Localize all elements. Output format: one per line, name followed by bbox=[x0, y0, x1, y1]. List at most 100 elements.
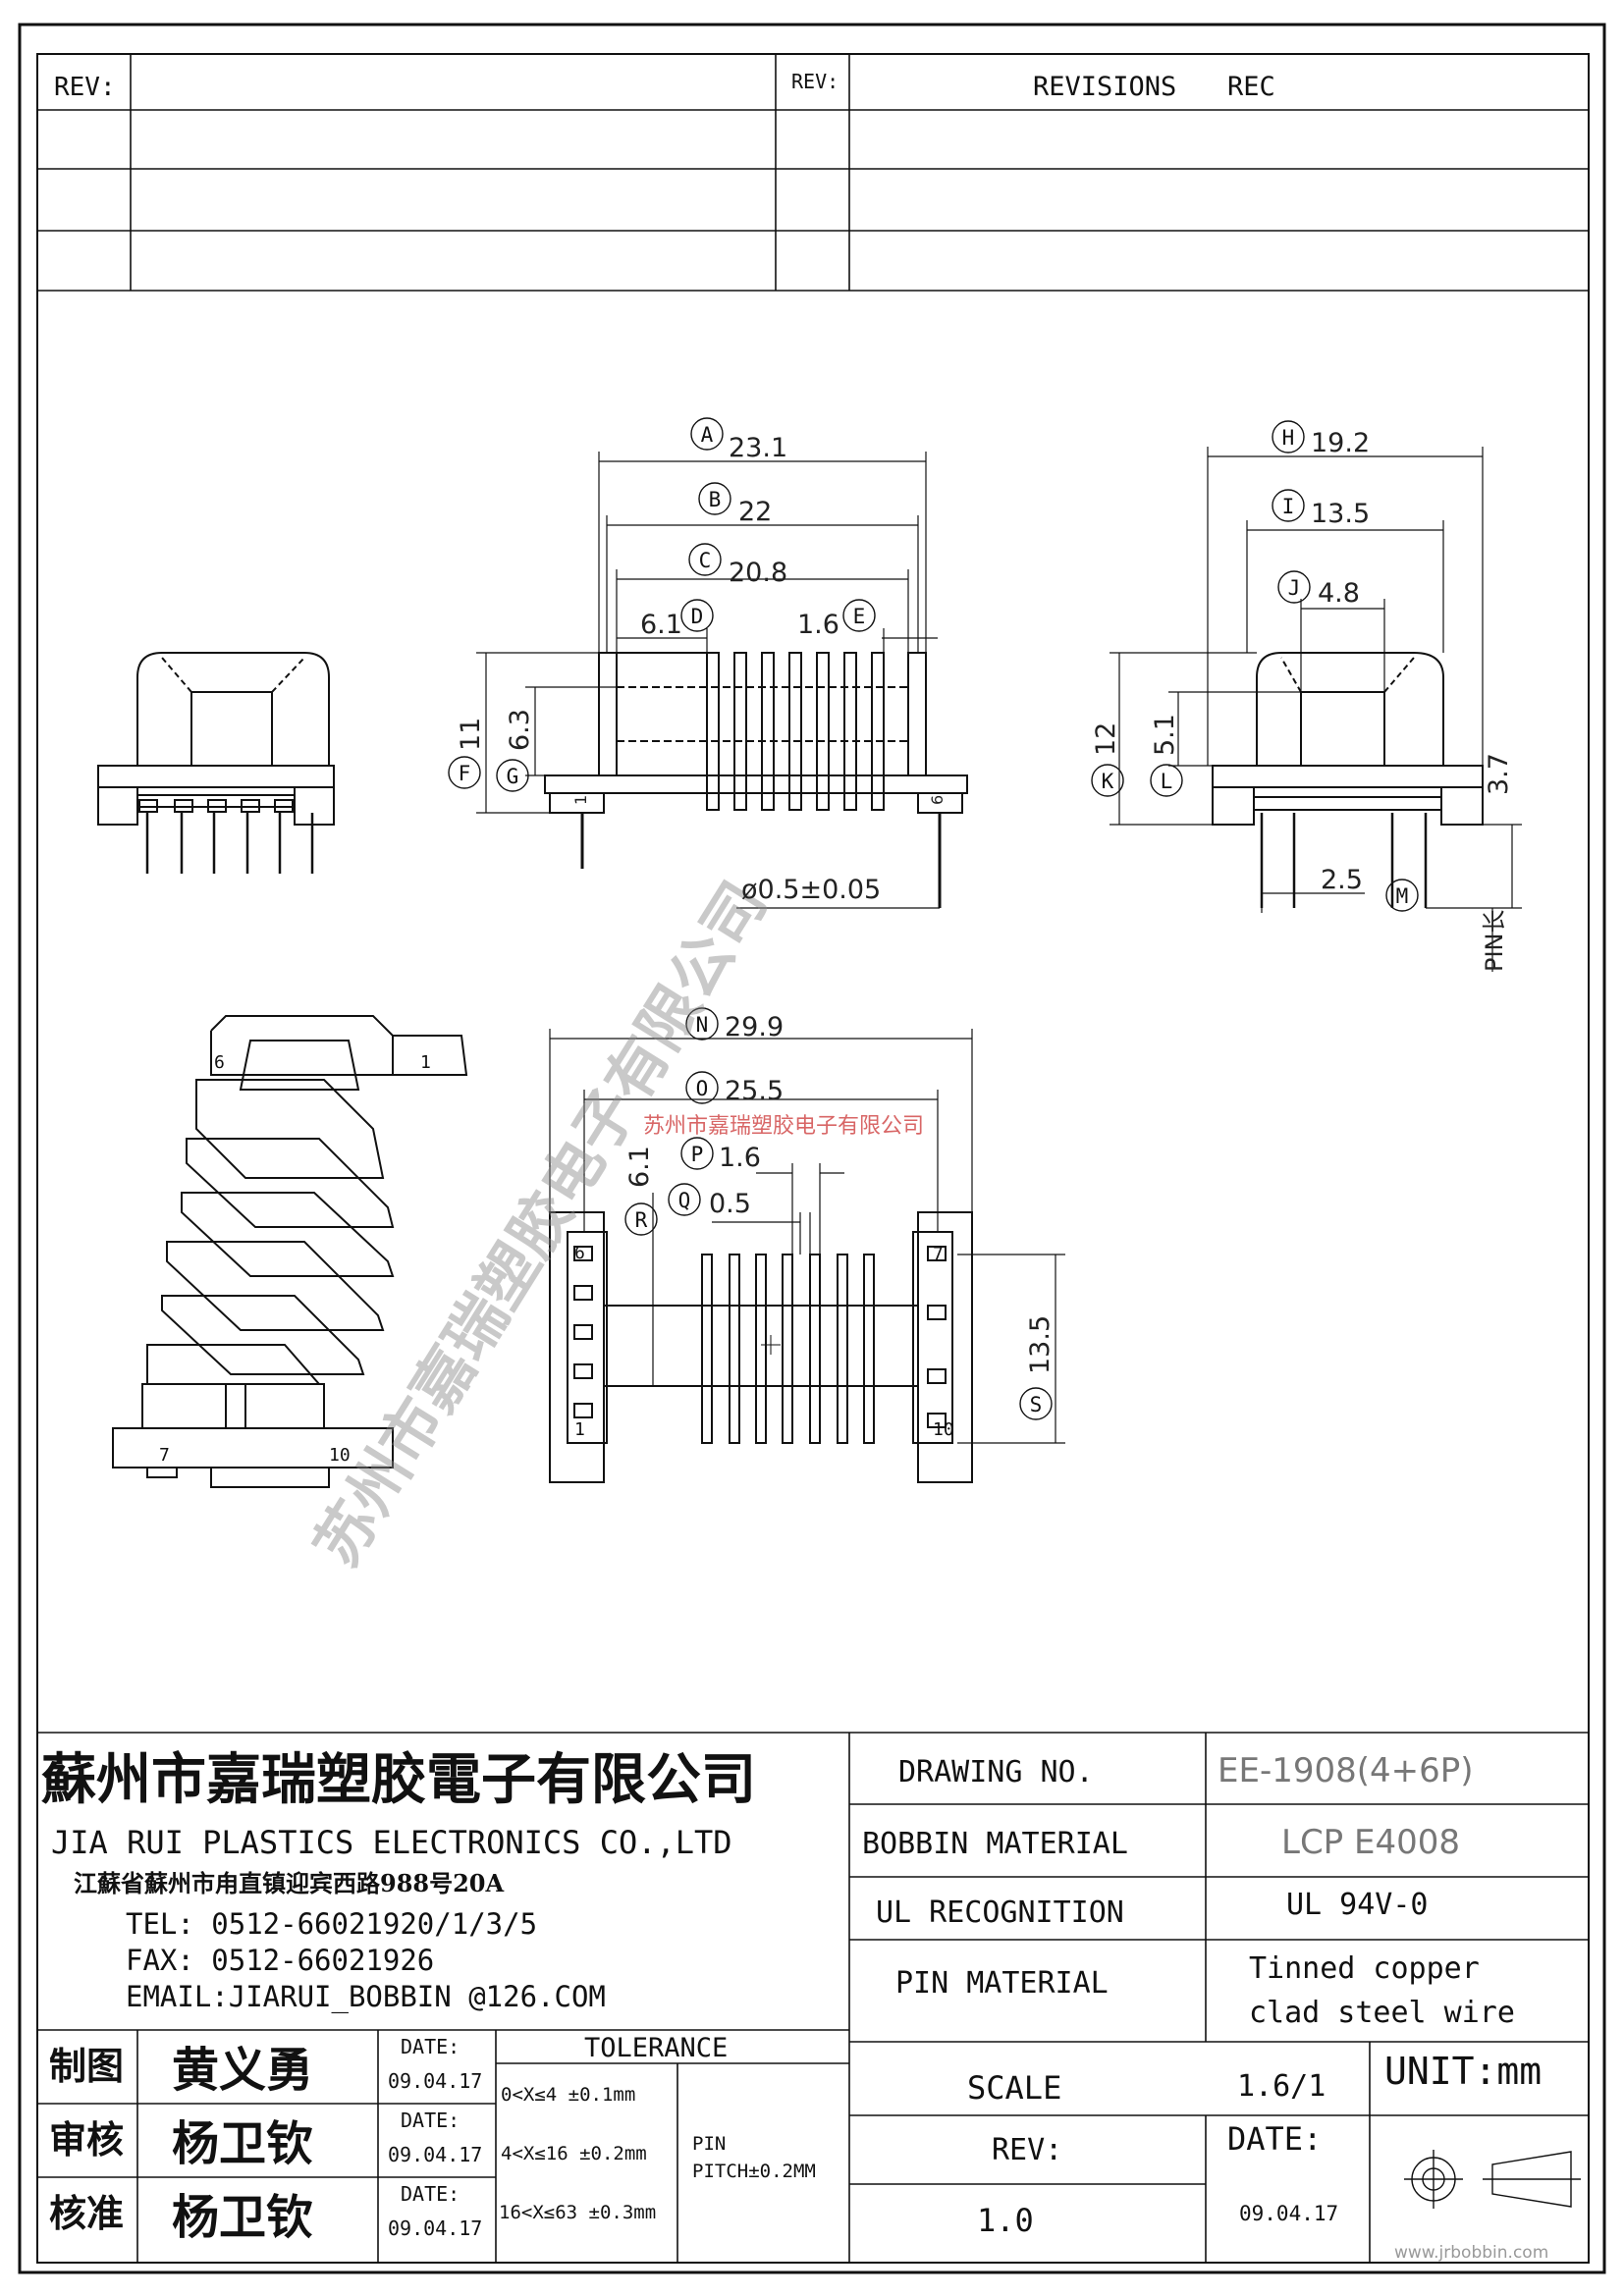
inner-border bbox=[36, 53, 1590, 2264]
dim-value-o: 25.5 bbox=[725, 1076, 784, 1106]
dim-value-s: 13.5 bbox=[1025, 1315, 1056, 1374]
dim-small-6: 6 bbox=[928, 795, 947, 805]
dim-letter-j: J bbox=[1288, 576, 1301, 600]
pin-numbers: 6 7 1 10 6 1 7 10 bbox=[159, 1052, 954, 1466]
dim-value-b: 22 bbox=[738, 497, 772, 527]
approval-role-check: 审核 bbox=[49, 2117, 124, 2162]
pin-material-value-2: clad steel wire bbox=[1249, 1996, 1515, 2030]
specs-block: DRAWING NO. EE-1908(4+6P) BOBBIN MATERIA… bbox=[862, 1751, 1542, 2239]
dimension-letters: A B C D E F G H I J K L M N O P Q R S bbox=[459, 423, 1409, 1416]
dim-value-n: 29.9 bbox=[725, 1012, 784, 1042]
pin-number-iso-7: 7 bbox=[159, 1445, 170, 1466]
rev-value: 1.0 bbox=[977, 2202, 1034, 2239]
dim-value-c: 20.8 bbox=[729, 558, 787, 588]
side-view-fins bbox=[706, 652, 885, 811]
dim-letter-d: D bbox=[691, 605, 704, 628]
dim-small-1: 1 bbox=[571, 795, 590, 805]
date-label-title: DATE: bbox=[1227, 2120, 1322, 2158]
dim-pin-diameter: ø0.5±0.05 bbox=[741, 875, 881, 905]
dim-pin-height: 3.7 bbox=[1484, 753, 1514, 795]
dim-value-i: 13.5 bbox=[1311, 499, 1370, 529]
dim-value-g: 6.3 bbox=[505, 709, 535, 751]
tolerance-row-3: 16<X≤63 ±0.3mm bbox=[499, 2202, 656, 2223]
dimension-values: 23.1 22 20.8 6.1 1.6 11 6.3 19.2 13.5 4.… bbox=[456, 428, 1514, 1374]
dim-letter-f: F bbox=[459, 762, 471, 785]
approval-name-drawn: 黄义勇 bbox=[172, 2043, 313, 2098]
ul-recognition-value: UL 94V-0 bbox=[1286, 1888, 1429, 1922]
title-block bbox=[37, 1732, 1589, 2263]
tolerance-pin-pitch: PITCH±0.2MM bbox=[692, 2161, 816, 2182]
approval-name-approve: 杨卫钦 bbox=[172, 2190, 313, 2245]
tolerance-row-2: 4<X≤16 ±0.2mm bbox=[501, 2143, 647, 2164]
approval-role-approve: 核准 bbox=[49, 2191, 124, 2235]
approval-date-label-drawn: DATE: bbox=[401, 2035, 460, 2058]
rev-label-left: REV: bbox=[54, 73, 116, 102]
revisions-label: REVISIONS bbox=[1033, 72, 1176, 102]
approval-date-label-approve: DATE: bbox=[401, 2182, 460, 2206]
rec-label: REC bbox=[1227, 72, 1275, 102]
side-view bbox=[544, 652, 968, 908]
dim-letter-c: C bbox=[699, 549, 712, 572]
pin-number-iso-10: 10 bbox=[329, 1445, 351, 1466]
dim-letter-k: K bbox=[1102, 770, 1114, 793]
unit-label: UNIT:mm bbox=[1384, 2050, 1542, 2093]
pin-material-value-1: Tinned copper bbox=[1249, 1951, 1480, 1986]
end-view-left bbox=[97, 652, 335, 874]
watermark-website: www.jrbobbin.com bbox=[1394, 2243, 1548, 2263]
scale-label: SCALE bbox=[967, 2069, 1061, 2107]
approval-role-drawn: 制图 bbox=[49, 2044, 124, 2088]
dim-letter-r: R bbox=[635, 1208, 648, 1232]
bobbin-material-value: LCP E4008 bbox=[1281, 1823, 1460, 1862]
watermark-diagonal: 苏州市嘉瑞塑胶电子有限公司 bbox=[300, 870, 781, 1578]
dim-value-p: 1.6 bbox=[719, 1143, 761, 1173]
dim-value-a: 23.1 bbox=[729, 433, 787, 463]
company-address: 江蘇省蘇州市甪直镇迎宾西路988号20A bbox=[74, 1869, 504, 1897]
dim-value-e: 1.6 bbox=[797, 610, 839, 640]
pin-material-label: PIN MATERIAL bbox=[895, 1966, 1109, 2001]
outer-border bbox=[18, 23, 1606, 2274]
watermark-company-small: 苏州市嘉瑞塑胶电子有限公司 bbox=[643, 1114, 924, 1139]
dim-value-d: 6.1 bbox=[640, 610, 682, 640]
company-name-en: JIA RUI PLASTICS ELECTRONICS CO.,LTD bbox=[51, 1824, 732, 1861]
company-email: EMAIL:JIARUI_BOBBIN @126.COM bbox=[126, 1980, 606, 2014]
pin-number-bottom-1: 1 bbox=[574, 1419, 585, 1440]
dim-letter-n: N bbox=[696, 1013, 709, 1037]
pin-number-iso-6: 6 bbox=[214, 1052, 225, 1073]
projection-symbol-icon bbox=[1404, 2150, 1581, 2209]
dim-letter-s: S bbox=[1030, 1393, 1043, 1416]
ul-recognition-label: UL RECOGNITION bbox=[876, 1896, 1124, 1930]
pin-number-iso-1: 1 bbox=[420, 1052, 431, 1073]
dim-letter-b: B bbox=[709, 488, 722, 511]
approval-date-check: 09.04.17 bbox=[388, 2143, 482, 2166]
pin-number-bottom-7: 7 bbox=[933, 1244, 944, 1264]
scale-value: 1.6/1 bbox=[1237, 2069, 1326, 2104]
dim-pin-length-label: PIN长 bbox=[1481, 909, 1508, 972]
isometric-view bbox=[112, 1015, 468, 1488]
bottom-view-pins-left bbox=[573, 1246, 593, 1418]
company-name-cn: 蘇州市嘉瑞塑胶電子有限公司 bbox=[41, 1747, 756, 1812]
bottom-view-pins-right bbox=[927, 1246, 947, 1428]
rev-label-right: REV: bbox=[791, 70, 839, 93]
bobbin-material-label: BOBBIN MATERIAL bbox=[862, 1827, 1128, 1861]
dim-value-j: 4.8 bbox=[1318, 578, 1360, 609]
dimension-letter-circles bbox=[448, 417, 1419, 1420]
drawing-no-label: DRAWING NO. bbox=[898, 1755, 1094, 1789]
dim-letter-i: I bbox=[1282, 495, 1295, 518]
dim-value-f: 11 bbox=[456, 718, 486, 751]
drawing-no-value: EE-1908(4+6P) bbox=[1218, 1751, 1474, 1790]
pin-number-bottom-6: 6 bbox=[574, 1243, 585, 1263]
tolerance-title: TOLERANCE bbox=[584, 2033, 728, 2063]
dim-letter-m: M bbox=[1396, 884, 1409, 908]
dim-letter-e: E bbox=[853, 605, 866, 628]
dim-letter-g: G bbox=[507, 765, 519, 788]
approval-date-drawn: 09.04.17 bbox=[388, 2069, 482, 2093]
bottom-view bbox=[549, 1211, 973, 1483]
tolerance-block: TOLERANCE 0<X≤4 ±0.1mm 4<X≤16 ±0.2mm 16<… bbox=[499, 2033, 816, 2223]
approvals: 制图 黄义勇 DATE: 09.04.17 审核 杨卫钦 DATE: 09.04… bbox=[49, 2035, 482, 2245]
tolerance-pin-label: PIN bbox=[692, 2133, 726, 2155]
rev-label-title: REV: bbox=[992, 2133, 1062, 2167]
end-view-right bbox=[1212, 652, 1484, 908]
dim-letter-a: A bbox=[701, 423, 714, 447]
bottom-view-fins bbox=[701, 1254, 875, 1444]
